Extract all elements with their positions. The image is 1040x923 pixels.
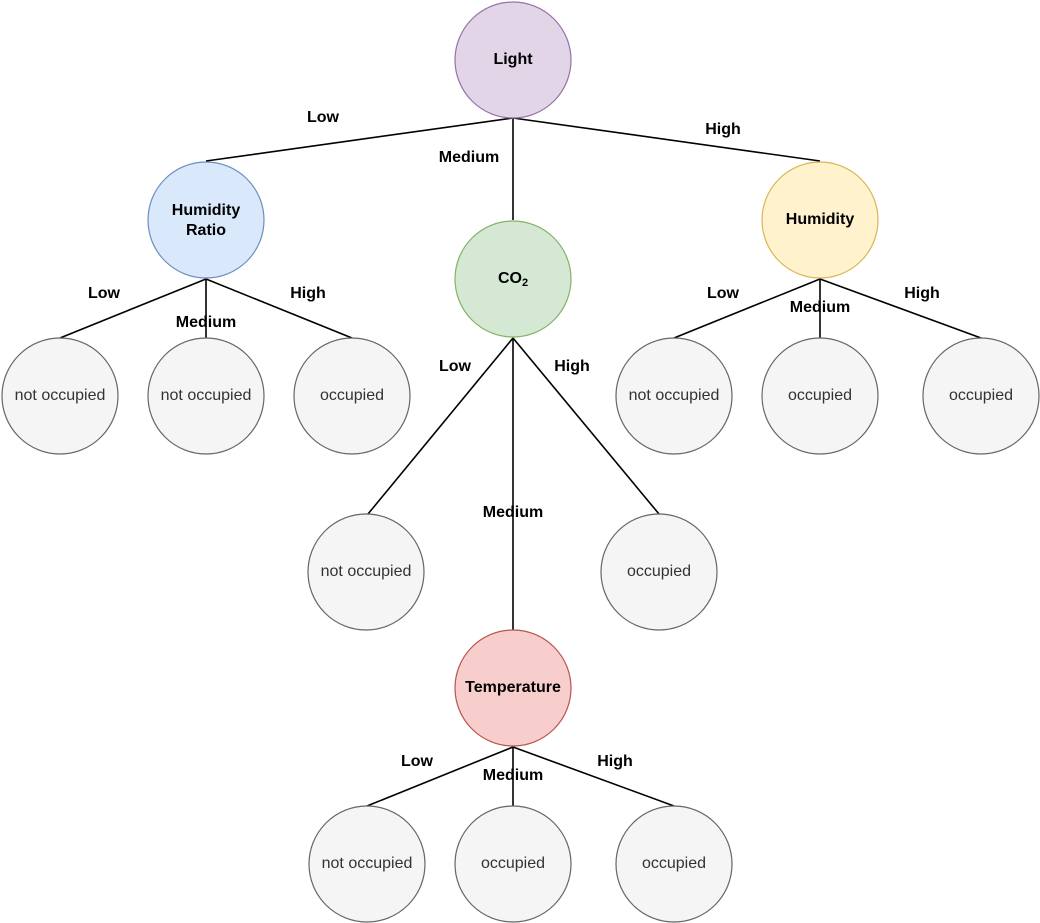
node-humidity-ratio-outline — [147, 161, 265, 279]
leaf-hum-high-label: occupied — [949, 387, 1013, 404]
edge-co2-low — [367, 337, 514, 515]
leaf-hum-low-label: not occupied — [629, 387, 720, 404]
leaf-co2-low: not occupied — [307, 513, 425, 631]
edge-hum-low — [673, 278, 821, 339]
edge-hum-high — [819, 278, 982, 339]
leaf-hr-medium-circle — [147, 337, 265, 455]
leaf-hr-high-label: occupied — [320, 387, 384, 404]
node-co2-outline — [454, 220, 572, 338]
edge-label-hr-medium: Medium — [176, 314, 236, 331]
leaf-temp-medium-circle — [454, 805, 572, 923]
node-co2-label: CO2 — [498, 270, 528, 289]
node-temperature-outline — [454, 629, 572, 747]
edge-label-temp-medium: Medium — [483, 767, 543, 784]
leaf-hr-high-circle — [293, 337, 411, 455]
leaf-temp-low-label: not occupied — [322, 855, 413, 872]
leaf-temp-low-circle — [308, 805, 426, 923]
leaf-temp-high-label: occupied — [642, 855, 706, 872]
edge-light-humidity-ratio — [205, 117, 514, 162]
edge-label-hum-low: Low — [707, 285, 740, 302]
leaf-hr-medium: not occupied — [147, 337, 265, 455]
edge-label-hr-high: High — [290, 285, 326, 302]
edge-hr-low — [59, 278, 207, 339]
leaf-hum-medium-circle — [761, 337, 879, 455]
edge-label-co2-medium: Medium — [483, 504, 543, 521]
node-co2: CO2 — [454, 220, 572, 338]
edge-temp-low — [366, 746, 514, 807]
edge-co2-high — [512, 337, 660, 515]
edge-temp-high — [512, 746, 675, 807]
edge-label-hum-medium: Medium — [790, 299, 850, 316]
edge-label-light-low: Low — [307, 109, 340, 126]
edge-label-hr-low: Low — [88, 285, 121, 302]
leaf-hum-low: not occupied — [615, 337, 733, 455]
leaf-temp-high-circle — [615, 805, 733, 923]
node-humidity: Humidity — [761, 161, 879, 279]
node-co2-circle — [455, 221, 571, 337]
node-light-outline — [454, 1, 572, 119]
node-co2-label-sub: 2 — [522, 277, 528, 289]
leaf-hum-medium-label: occupied — [788, 387, 852, 404]
node-humidity-circle — [762, 162, 878, 278]
edge-label-light-high: High — [705, 121, 741, 138]
edge-label-co2-low: Low — [439, 358, 472, 375]
edge-label-temp-low: Low — [401, 753, 434, 770]
leaf-hr-low-circle — [1, 337, 119, 455]
edge-label-light-medium: Medium — [439, 149, 499, 166]
leaf-hr-low: not occupied — [1, 337, 119, 455]
leaf-hum-high: occupied — [922, 337, 1040, 455]
leaf-hr-medium-label: not occupied — [161, 387, 252, 404]
node-temperature-label: Temperature — [465, 679, 561, 696]
leaf-co2-low-circle — [307, 513, 425, 631]
edge-hr-high — [205, 278, 353, 339]
leaf-co2-high-label: occupied — [627, 563, 691, 580]
node-light-circle — [455, 2, 571, 118]
edge-light-humidity — [512, 117, 821, 162]
leaf-temp-high: occupied — [615, 805, 733, 923]
node-light: Light — [454, 1, 572, 119]
leaf-co2-high: occupied — [600, 513, 718, 631]
node-humidity-ratio-label-line1: Humidity — [172, 202, 241, 219]
leaf-hum-medium: occupied — [761, 337, 879, 455]
node-temperature-circle — [455, 630, 571, 746]
node-humidity-ratio-circle — [148, 162, 264, 278]
leaf-temp-medium-label: occupied — [481, 855, 545, 872]
leaf-temp-low: not occupied — [308, 805, 426, 923]
edge-label-hum-high: High — [904, 285, 940, 302]
leaf-hr-high: occupied — [293, 337, 411, 455]
node-humidity-outline — [761, 161, 879, 279]
edge-labels: Low Medium High Low Medium High Low Medi… — [88, 109, 940, 784]
leaf-temp-medium: occupied — [454, 805, 572, 923]
node-light-label: Light — [493, 51, 533, 68]
leaf-co2-high-circle — [600, 513, 718, 631]
node-co2-label-main: CO — [498, 270, 522, 287]
edge-label-co2-high: High — [554, 358, 590, 375]
leaf-nodes: not occupied not occupied occupied not o… — [1, 337, 1040, 923]
node-humidity-label: Humidity — [786, 211, 855, 228]
leaf-hum-high-circle — [922, 337, 1040, 455]
node-humidity-ratio: Humidity Ratio — [147, 161, 265, 279]
edge-label-temp-high: High — [597, 753, 633, 770]
leaf-hum-low-circle — [615, 337, 733, 455]
edges — [59, 117, 982, 807]
leaf-co2-low-label: not occupied — [321, 563, 412, 580]
node-humidity-ratio-label-line2: Ratio — [186, 222, 226, 239]
node-temperature: Temperature — [454, 629, 572, 747]
leaf-hr-low-label: not occupied — [15, 387, 106, 404]
